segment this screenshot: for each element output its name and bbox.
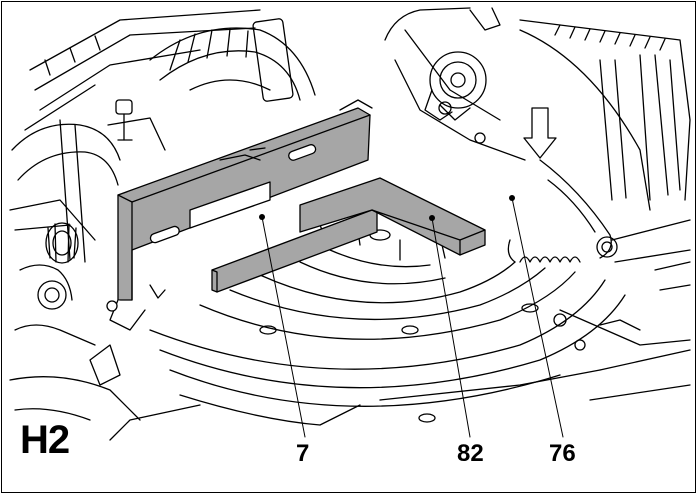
- left-clamp-knob: [9, 222, 141, 421]
- bevel-scale-disc: [149, 18, 316, 102]
- callout-label-square: 82: [457, 440, 484, 467]
- callout-label-fence: 7: [296, 440, 310, 467]
- base-housing: [9, 9, 261, 263]
- blade-guard-assembly: [384, 7, 691, 291]
- callout-leaders: [261, 197, 564, 438]
- callout-label-blade: 76: [549, 440, 576, 467]
- turntable: [109, 209, 691, 441]
- workpiece-square: [211, 177, 486, 293]
- callout-dots: [259, 195, 515, 221]
- figure-id-label: H2: [20, 418, 70, 462]
- clamp-screw: [107, 99, 166, 151]
- saw-fence: [106, 99, 373, 331]
